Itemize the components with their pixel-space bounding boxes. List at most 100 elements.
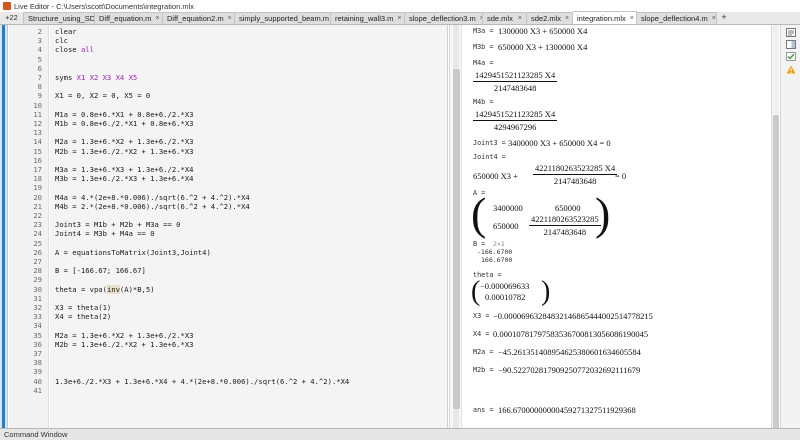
window-title: Live Editor - C:\Users\scott\Documents\i… (14, 1, 195, 11)
tab-retaining-wall3[interactable]: retaining_wall3.m× (331, 12, 405, 24)
close-icon[interactable]: × (227, 15, 232, 22)
code-line[interactable]: M4b = 2.*(2e+8.*0.006)./sqrt(6.^2 + 4.^2… (55, 201, 250, 211)
line-number: 28 (33, 266, 42, 276)
output-right-icon[interactable] (786, 40, 796, 49)
line-number: 32 (33, 303, 42, 312)
tab-structure-using-sde[interactable]: Structure_using_SDE.m× (24, 12, 95, 24)
close-icon[interactable]: × (565, 15, 570, 22)
line-number: 37 (33, 349, 42, 358)
close-icon[interactable]: × (480, 13, 482, 24)
output-m4b-fraction: 1429451521123285 X4 4294967296 (473, 109, 558, 132)
output-view-toolbar (780, 25, 800, 428)
matrix-left-paren: ( (471, 188, 487, 239)
code-line[interactable]: M3b = 1.3e+6./2.*X3 + 1.3e+6.*X4 (55, 174, 194, 184)
line-number: 8 (37, 82, 42, 92)
tab-sde[interactable]: sde.mlx× (483, 12, 527, 24)
code-line[interactable]: M2b = 1.3e+6./2.*X2 + 1.3e+6.*X3 (55, 146, 194, 156)
code-line[interactable]: Joint4 = M3b + M4a == 0 (55, 229, 155, 239)
output-m4a-fraction: 1429451521123285 X4 2147483648 (473, 70, 558, 93)
line-number: 33 (33, 312, 42, 322)
close-icon[interactable]: × (397, 15, 402, 22)
code-line[interactable]: M1a = 0.8e+6.*X1 + 0.8e+6./2.*X3 (55, 109, 194, 119)
line-number: 12 (33, 119, 42, 128)
line-number: 3 (37, 36, 42, 46)
output-joint4-tail: = 0 (615, 171, 627, 181)
output-label-a: A = (473, 189, 486, 197)
code-line[interactable]: M1b = 0.8e+6./2.*X1 + 0.8e+6.*X3 (55, 119, 194, 128)
tab-label: Diff_equation2.m (167, 14, 224, 23)
line-number: 24 (33, 229, 42, 239)
check-status-icon[interactable] (786, 52, 796, 61)
matrix-a-21: 650000 (493, 221, 519, 231)
code-line[interactable]: 1.3e+6./2.*X3 + 1.3e+6.*X4 + 4.*(2e+8.*0… (55, 376, 350, 386)
line-number: 17 (33, 165, 42, 174)
output-label-m4a: M4a = (473, 59, 494, 67)
line-number: 40 (33, 376, 42, 386)
fraction-denominator: 2147483648 (543, 227, 587, 237)
code-scrollbar-thumb[interactable] (453, 69, 460, 409)
line-number: 29 (33, 275, 42, 285)
line-number: 16 (33, 155, 42, 165)
line-number: 35 (33, 330, 42, 340)
tab-simply-supported-beam[interactable]: simply_supported_beam.m× (235, 12, 331, 24)
code-line[interactable]: Joint3 = M1b + M2b + M3a == 0 (55, 220, 181, 230)
code-line[interactable]: A = equationsToMatrix(Joint3,Joint4) (55, 247, 211, 257)
output-m2b-value: −90.522702817909250772032692111679 (498, 365, 641, 375)
code-line[interactable]: X4 = theta(2) (55, 312, 112, 322)
output-joint4-lead: 650000 X3 + (473, 171, 518, 181)
close-icon[interactable]: × (155, 15, 160, 22)
close-icon[interactable]: × (711, 15, 716, 22)
output-scrollbar-thumb[interactable] (773, 115, 779, 435)
code-line[interactable]: M2a = 1.3e+6.*X2 + 1.3e+6./2.*X3 (55, 330, 194, 340)
fraction-denominator: 2147483648 (553, 176, 597, 186)
new-tab-button[interactable]: + (721, 12, 727, 22)
tab-slope-deflection4[interactable]: slope_deflection4.m× (637, 12, 717, 24)
output-label-joint4: Joint4 = (473, 153, 506, 161)
fraction-denominator: 4294967296 (493, 122, 537, 132)
tab-integration[interactable]: integration.mlx× (573, 11, 637, 24)
code-line[interactable]: clc (55, 36, 68, 46)
fraction-numerator: 1429451521123285 X4 (475, 109, 556, 119)
code-line[interactable]: B = [-166.67; 166.67] (55, 266, 146, 276)
tab-label: Diff_equation.m (99, 14, 152, 23)
output-scrollbar[interactable] (771, 25, 779, 435)
output-label-m2b: M2b = (473, 366, 494, 374)
command-window-bar[interactable]: Command Window (0, 428, 800, 440)
output-inline-icon[interactable] (786, 28, 796, 37)
tab-label: simply_supported_beam.m (239, 14, 330, 23)
output-joint4-fraction: 4221180263523285 X4 2147483648 (533, 163, 618, 186)
line-number: 13 (33, 128, 42, 138)
tab-label: integration.mlx (577, 13, 626, 23)
tab-slope-deflection3[interactable]: slope_deflection3.m × (405, 12, 483, 24)
line-number: 19 (33, 183, 42, 193)
code-line[interactable]: syms X1 X2 X3 X4 X5 (55, 73, 138, 82)
close-icon[interactable]: × (517, 15, 522, 22)
code-line[interactable]: theta = vpa(inv(A)*B,5) (55, 284, 155, 294)
editor-tab-bar: +22 Structure_using_SDE.m× Diff_equation… (0, 11, 800, 25)
close-icon[interactable]: × (629, 14, 634, 22)
code-line[interactable]: X3 = theta(1) (55, 303, 112, 312)
code-line[interactable]: M2b = 1.3e+6./2.*X2 + 1.3e+6.*X3 (55, 339, 194, 349)
tab-diff-equation2[interactable]: Diff_equation2.m× (163, 12, 235, 24)
tab-overflow-button[interactable]: +22 (0, 12, 24, 24)
fraction-numerator: 4221180263523285 (531, 214, 599, 224)
pane-divider[interactable] (449, 25, 462, 428)
code-line[interactable]: M3a = 1.3e+6.*X3 + 1.3e+6./2.*X4 (55, 165, 194, 174)
tab-sde2[interactable]: sde2.mlx× (527, 12, 573, 24)
warning-icon[interactable] (786, 65, 796, 74)
output-m2a-value: −45.261351408954625380601634605584 (498, 347, 641, 357)
tab-diff-equation[interactable]: Diff_equation.m× (95, 12, 163, 24)
line-number: 2 (37, 27, 42, 36)
tab-label: slope_deflection3.m (409, 14, 476, 23)
code-line[interactable]: M2a = 1.3e+6.*X2 + 1.3e+6./2.*X3 (55, 137, 194, 147)
code-line[interactable]: close all (55, 45, 94, 55)
section-indicator-strip (0, 25, 8, 428)
code-line[interactable]: M4a = 4.*(2e+8.*0.006)./sqrt(6.^2 + 4.^2… (55, 192, 250, 202)
code-line[interactable]: X1 = 0, X2 = 0, X5 = 0 (55, 91, 151, 101)
output-b-v2: 166.6700 (481, 256, 513, 264)
matrix-right-paren: ) (595, 188, 611, 239)
code-line[interactable]: clear (55, 27, 77, 36)
line-number: 23 (33, 220, 42, 230)
